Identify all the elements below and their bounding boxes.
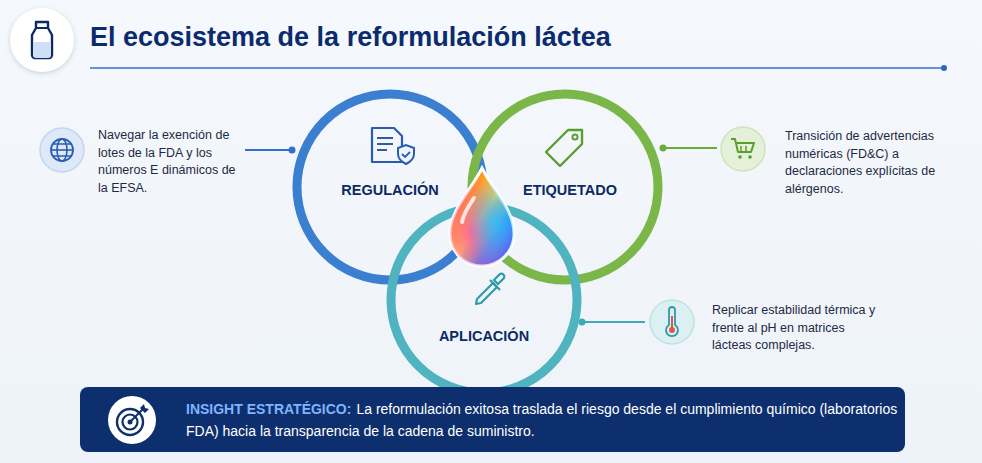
thermometer-icon bbox=[650, 300, 694, 344]
venn-circle: APLICACIÓN bbox=[386, 202, 582, 398]
target-icon bbox=[108, 396, 156, 444]
color-drop bbox=[450, 168, 514, 266]
tag-icon bbox=[546, 130, 582, 166]
regulation-icon bbox=[372, 128, 414, 164]
milk-bottle-icon bbox=[10, 8, 74, 72]
circle-label: REGULACIÓN bbox=[292, 181, 488, 199]
callout-text: Transición de advertencias numéricas (FD… bbox=[785, 128, 957, 198]
circle-ring bbox=[391, 207, 577, 393]
insight-banner: INSIGHT ESTRATÉGICO:La reformulación exi… bbox=[80, 387, 905, 452]
circle-label: ETIQUETADO bbox=[472, 181, 668, 199]
cart-icon bbox=[721, 127, 765, 171]
callout-text: Replicar estabilidad térmica y frente al… bbox=[712, 302, 880, 355]
leader-line bbox=[660, 145, 718, 152]
title-rule bbox=[90, 65, 947, 71]
venn-circle: REGULACIÓN bbox=[292, 89, 488, 285]
leader-line bbox=[579, 319, 646, 326]
globe-icon bbox=[40, 128, 84, 172]
callout-text: Navegar la exención de lotes de la FDA y… bbox=[98, 127, 243, 197]
diagram-title: El ecosistema de la reformulación láctea bbox=[90, 20, 611, 54]
circle-label: APLICACIÓN bbox=[386, 327, 582, 345]
circle-outline bbox=[386, 202, 582, 398]
leader-line bbox=[245, 147, 296, 154]
dropper-icon bbox=[476, 274, 504, 304]
insight-text: INSIGHT ESTRATÉGICO:La reformulación exi… bbox=[186, 398, 898, 442]
insight-heading: INSIGHT ESTRATÉGICO: bbox=[186, 401, 351, 417]
